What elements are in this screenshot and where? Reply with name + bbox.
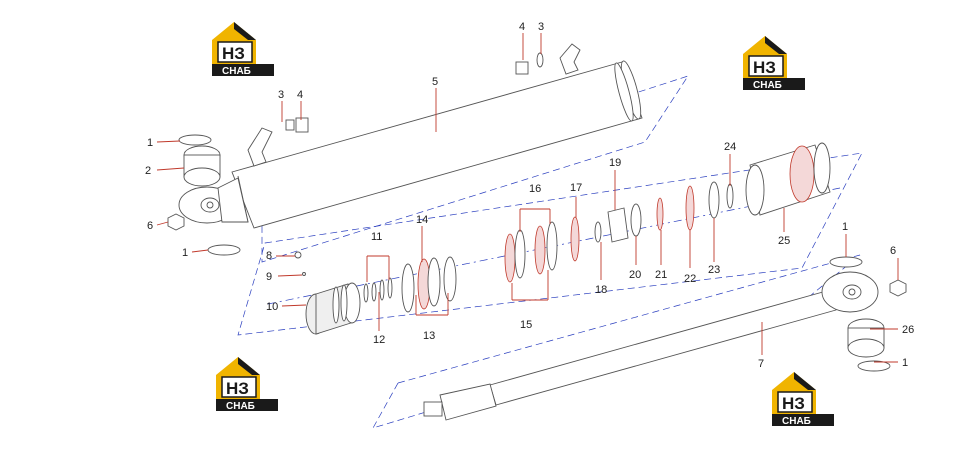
callout-20: 20 — [629, 269, 641, 281]
cylinder-barrel — [167, 43, 643, 256]
logo-letters: НЗ — [782, 394, 805, 413]
callout-1-rear-top: 1 — [147, 137, 153, 149]
logo-word: СНАБ — [782, 416, 811, 427]
callout-18: 18 — [595, 284, 607, 296]
callout-3-rear: 3 — [278, 89, 284, 101]
callout-5: 5 — [432, 76, 438, 88]
callout-24: 24 — [724, 141, 736, 153]
callout-21: 21 — [655, 269, 667, 281]
logo-bottom-left: НЗ СНАБ — [215, 356, 279, 412]
logo-letters: НЗ — [226, 379, 249, 398]
callout-1-rear-bottom: 1 — [182, 247, 188, 259]
callout-12: 12 — [373, 334, 385, 346]
callout-2: 2 — [145, 165, 151, 177]
callout-8: 8 — [266, 250, 272, 262]
callout-22: 22 — [684, 273, 696, 285]
callout-6-rear: 6 — [147, 220, 153, 232]
callout-16: 16 — [529, 183, 541, 195]
callout-13: 13 — [423, 330, 435, 342]
logo-word: СНАБ — [226, 401, 255, 412]
callout-1-eye-top: 1 — [842, 221, 848, 233]
callout-23: 23 — [708, 264, 720, 276]
callout-6-eye: 6 — [890, 245, 896, 257]
callout-4-top: 4 — [519, 21, 525, 33]
internals-frame — [237, 152, 863, 336]
logo-top-right: НЗ СНАБ — [742, 35, 806, 91]
callout-11: 11 — [371, 231, 382, 243]
callout-10: 10 — [266, 301, 278, 313]
callout-7: 7 — [758, 358, 764, 370]
callout-17: 17 — [570, 182, 582, 194]
callout-19: 19 — [609, 157, 621, 169]
logo-bottom-right: НЗ СНАБ — [771, 371, 835, 427]
leader-lines — [156, 33, 899, 363]
callout-26: 26 — [902, 324, 914, 336]
logo-letters: НЗ — [222, 44, 245, 63]
callout-15: 15 — [520, 319, 532, 331]
callout-4-rear: 4 — [297, 89, 303, 101]
callout-14: 14 — [416, 214, 428, 226]
callout-1-eye-bottom: 1 — [902, 357, 908, 369]
logo-letters: НЗ — [753, 58, 776, 77]
logo-top-left: НЗ СНАБ — [211, 21, 275, 77]
callout-9: 9 — [266, 271, 272, 283]
logo-word: СНАБ — [753, 80, 782, 91]
callout-3-top: 3 — [538, 21, 544, 33]
logo-word: СНАБ — [222, 66, 251, 77]
callout-25: 25 — [778, 235, 790, 247]
callout-labels: 4 3 5 3 4 1 2 6 1 8 9 10 11 12 14 13 16 … — [145, 21, 914, 370]
piston-rod — [423, 256, 907, 421]
